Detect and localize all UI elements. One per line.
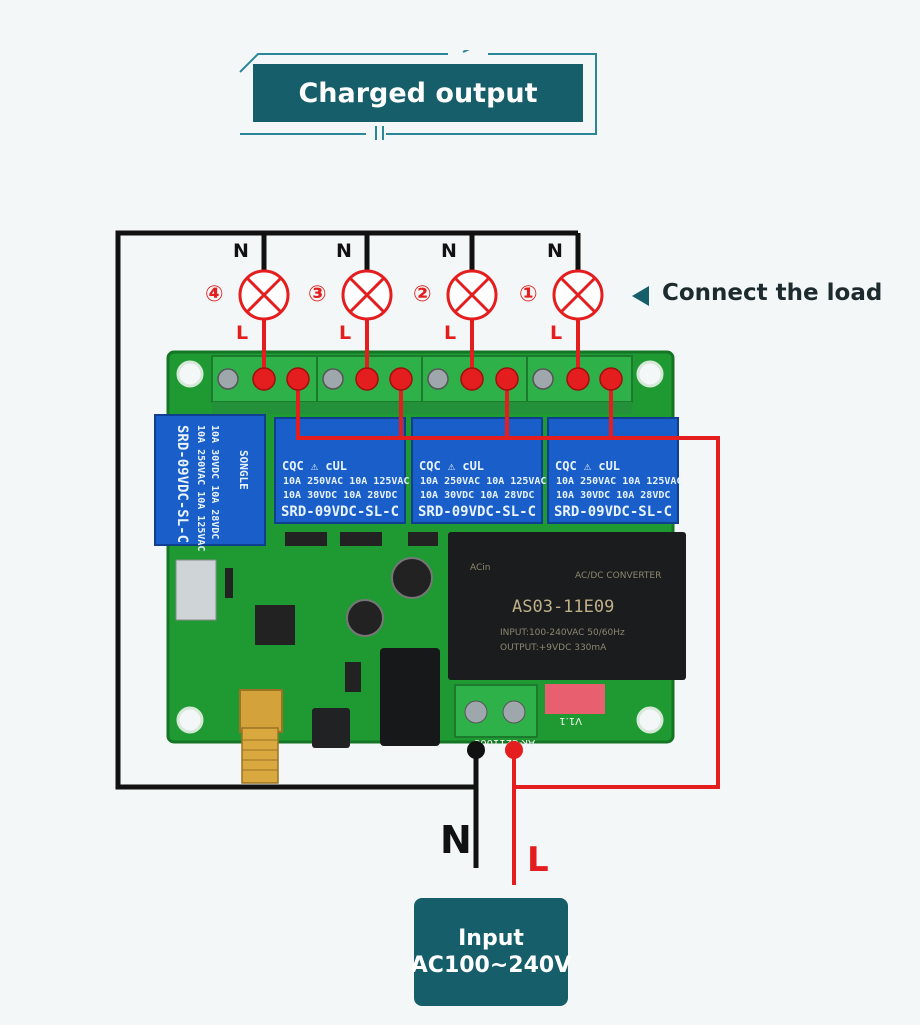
lamp-2-number: ② (413, 282, 432, 307)
title-banner: Charged output (253, 64, 583, 122)
svg-text:SRD-09VDC-SL-C: SRD-09VDC-SL-C (174, 425, 190, 543)
svg-text:CQC ⚠ cUL: CQC ⚠ cUL (555, 459, 620, 473)
relay-1: 10A 250VAC 10A 125VAC 10A 30VDC 10A 28VD… (274, 417, 409, 524)
svg-text:10A 250VAC 10A 125VAC: 10A 250VAC 10A 125VAC (420, 476, 546, 487)
svg-text:INPUT:100-240VAC 50/60Hz: INPUT:100-240VAC 50/60Hz (500, 628, 625, 638)
lamp-4-live-label: L (236, 322, 249, 344)
lamp-4-neutral-label: N (233, 240, 249, 262)
lamp-4-number: ④ (205, 282, 224, 307)
relay-2: 10A 250VAC 10A 125VAC 10A 30VDC 10A 28VD… (411, 417, 546, 524)
connect-load-label: Connect the load (662, 280, 883, 306)
lamp-2-neutral-label: N (441, 240, 457, 262)
svg-text:SRD-09VDC-SL-C: SRD-09VDC-SL-C (281, 504, 399, 520)
push-button (312, 708, 350, 748)
svg-text:CQC ⚠ cUL: CQC ⚠ cUL (282, 459, 347, 473)
input-live-dot (505, 741, 523, 759)
svg-text:AC/DC CONVERTER: AC/DC CONVERTER (575, 571, 661, 581)
lamp-1-number: ① (519, 282, 538, 307)
lamp-3-number: ③ (308, 282, 327, 307)
lamp-3-neutral-label: N (336, 240, 352, 262)
svg-text:V1.1: V1.1 (559, 715, 582, 726)
lamp-2-icon (446, 269, 498, 321)
relay-vertical: SRD-09VDC-SL-C 10A 250VAC 10A 125VAC 10A… (154, 414, 266, 551)
output-terminal-block (211, 355, 633, 414)
input-neutral-label: N (440, 818, 472, 862)
svg-text:ACin: ACin (470, 563, 491, 573)
svg-text:SONGLE: SONGLE (237, 450, 250, 490)
input-title: Input (458, 925, 524, 951)
terminal-screws (217, 368, 554, 390)
power-module: AS03-11E09 AC/DC CONVERTER ACin INPUT:10… (448, 532, 686, 680)
relay-3: 10A 250VAC 10A 125VAC 10A 30VDC 10A 28VD… (547, 417, 682, 524)
svg-text:10A 250VAC 10A 125VAC: 10A 250VAC 10A 125VAC (556, 476, 682, 487)
live-terminal-dots (252, 367, 623, 391)
svg-text:OUTPUT:+9VDC 330mA: OUTPUT:+9VDC 330mA (500, 643, 607, 653)
antenna-connector (239, 689, 283, 784)
svg-text:SRD-09VDC-SL-C: SRD-09VDC-SL-C (418, 504, 536, 520)
svg-text:10A 30VDC 10A 28VDC: 10A 30VDC 10A 28VDC (283, 490, 397, 501)
svg-text:AS03-11E09: AS03-11E09 (512, 597, 614, 617)
svg-text:10A 250VAC 10A 125VAC: 10A 250VAC 10A 125VAC (283, 476, 409, 487)
input-voltage: AC100~240V (410, 953, 572, 978)
lamp-1-icon (552, 269, 604, 321)
pcb-components: AK-C211008 V1.1 (175, 532, 605, 748)
lamp-2-live-label: L (444, 322, 457, 344)
lamp-3-live-label: L (339, 322, 352, 344)
svg-text:CQC ⚠ cUL: CQC ⚠ cUL (419, 459, 484, 473)
input-neutral-dot (467, 741, 485, 759)
svg-text:10A 30VDC 10A 28VDC: 10A 30VDC 10A 28VDC (209, 425, 220, 539)
input-terminal-block (454, 684, 538, 738)
diagram-title: Charged output (298, 77, 538, 109)
lamp-1-live-label: L (550, 322, 563, 344)
lamp-1-neutral-label: N (547, 240, 563, 262)
neutral-wires (115, 230, 581, 868)
svg-text:10A 250VAC 10A 125VAC: 10A 250VAC 10A 125VAC (195, 425, 206, 551)
title-frame (239, 50, 597, 140)
svg-text:AK-C211008: AK-C211008 (474, 737, 535, 748)
input-power-box: Input AC100~240V (410, 898, 572, 1006)
svg-text:SRD-09VDC-SL-C: SRD-09VDC-SL-C (554, 504, 672, 520)
lamp-4-icon (238, 269, 290, 321)
svg-text:10A 30VDC 10A 28VDC: 10A 30VDC 10A 28VDC (556, 490, 670, 501)
pointer-arrow-icon (632, 286, 649, 306)
lamp-3-icon (341, 269, 393, 321)
input-live-label: L (527, 840, 549, 880)
svg-text:10A 30VDC 10A 28VDC: 10A 30VDC 10A 28VDC (420, 490, 534, 501)
